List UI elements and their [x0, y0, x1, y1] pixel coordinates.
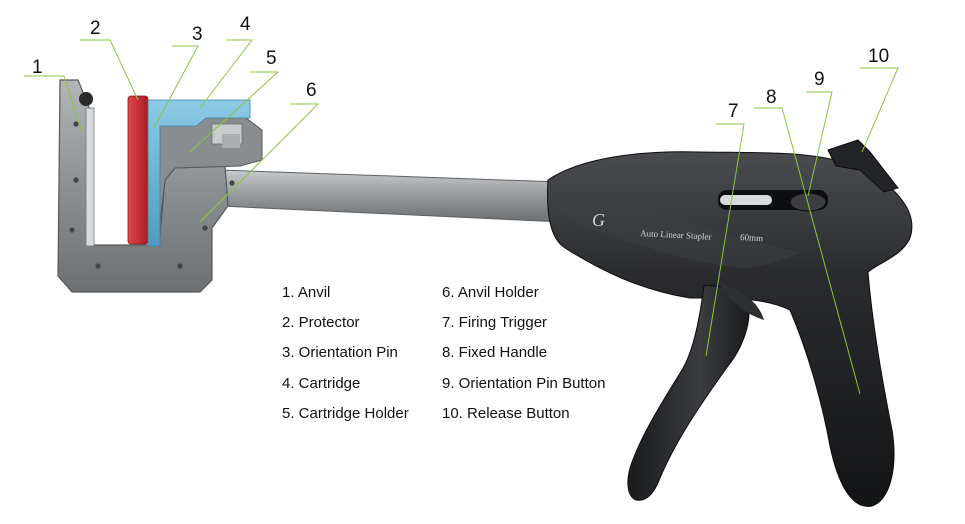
- leader-9: [806, 91, 833, 197]
- leader-4: [199, 39, 254, 109]
- cartridge: [147, 99, 251, 247]
- leader-1: [24, 75, 83, 133]
- legend-item-7: 7. Firing Trigger: [442, 314, 548, 331]
- leader-2: [80, 39, 139, 101]
- leader-lines: [24, 39, 899, 395]
- leader-7: [705, 123, 745, 357]
- legend-item-2: 2. Protector: [282, 314, 360, 331]
- legend-item-3: 3. Orientation Pin: [282, 344, 398, 361]
- leader-8: [754, 107, 861, 395]
- legend-item-4: 4. Cartridge: [282, 375, 361, 392]
- leader-10: [860, 67, 899, 153]
- firing-trigger: [627, 285, 750, 501]
- legend-item-5: 5. Cartridge Holder: [282, 405, 409, 422]
- legend-item-8: 8. Fixed Handle: [442, 344, 548, 361]
- release-button: [827, 139, 899, 193]
- legend-item-1: 1. Anvil: [282, 284, 331, 301]
- callout-10: 10: [868, 46, 889, 67]
- callout-9: 9: [814, 69, 825, 90]
- leader-3: [153, 45, 199, 129]
- callout-1: 1: [32, 57, 43, 78]
- brand-logo-icon: G: [592, 210, 605, 230]
- protector: [127, 95, 149, 245]
- callout-6: 6: [306, 80, 317, 101]
- callout-3: 3: [192, 24, 203, 45]
- brand-size: 60mm: [740, 232, 764, 243]
- legend-item-10: 10. Release Button: [442, 405, 570, 422]
- anvil-strip: [85, 107, 95, 247]
- callout-4: 4: [240, 14, 251, 35]
- legend-item-6: 6. Anvil Holder: [442, 284, 539, 301]
- legend-item-9: 9. Orientation Pin Button: [442, 375, 606, 392]
- leader-6: [199, 103, 320, 223]
- leader-5: [189, 71, 280, 153]
- callout-numbers: 1 2 3 4 5 6 7 8 9 10: [32, 14, 889, 122]
- callout-2: 2: [90, 18, 101, 39]
- callout-7: 7: [728, 101, 739, 122]
- callout-8: 8: [766, 87, 777, 108]
- brand-text: Auto Linear Stapler: [640, 228, 712, 242]
- callout-5: 5: [266, 48, 277, 69]
